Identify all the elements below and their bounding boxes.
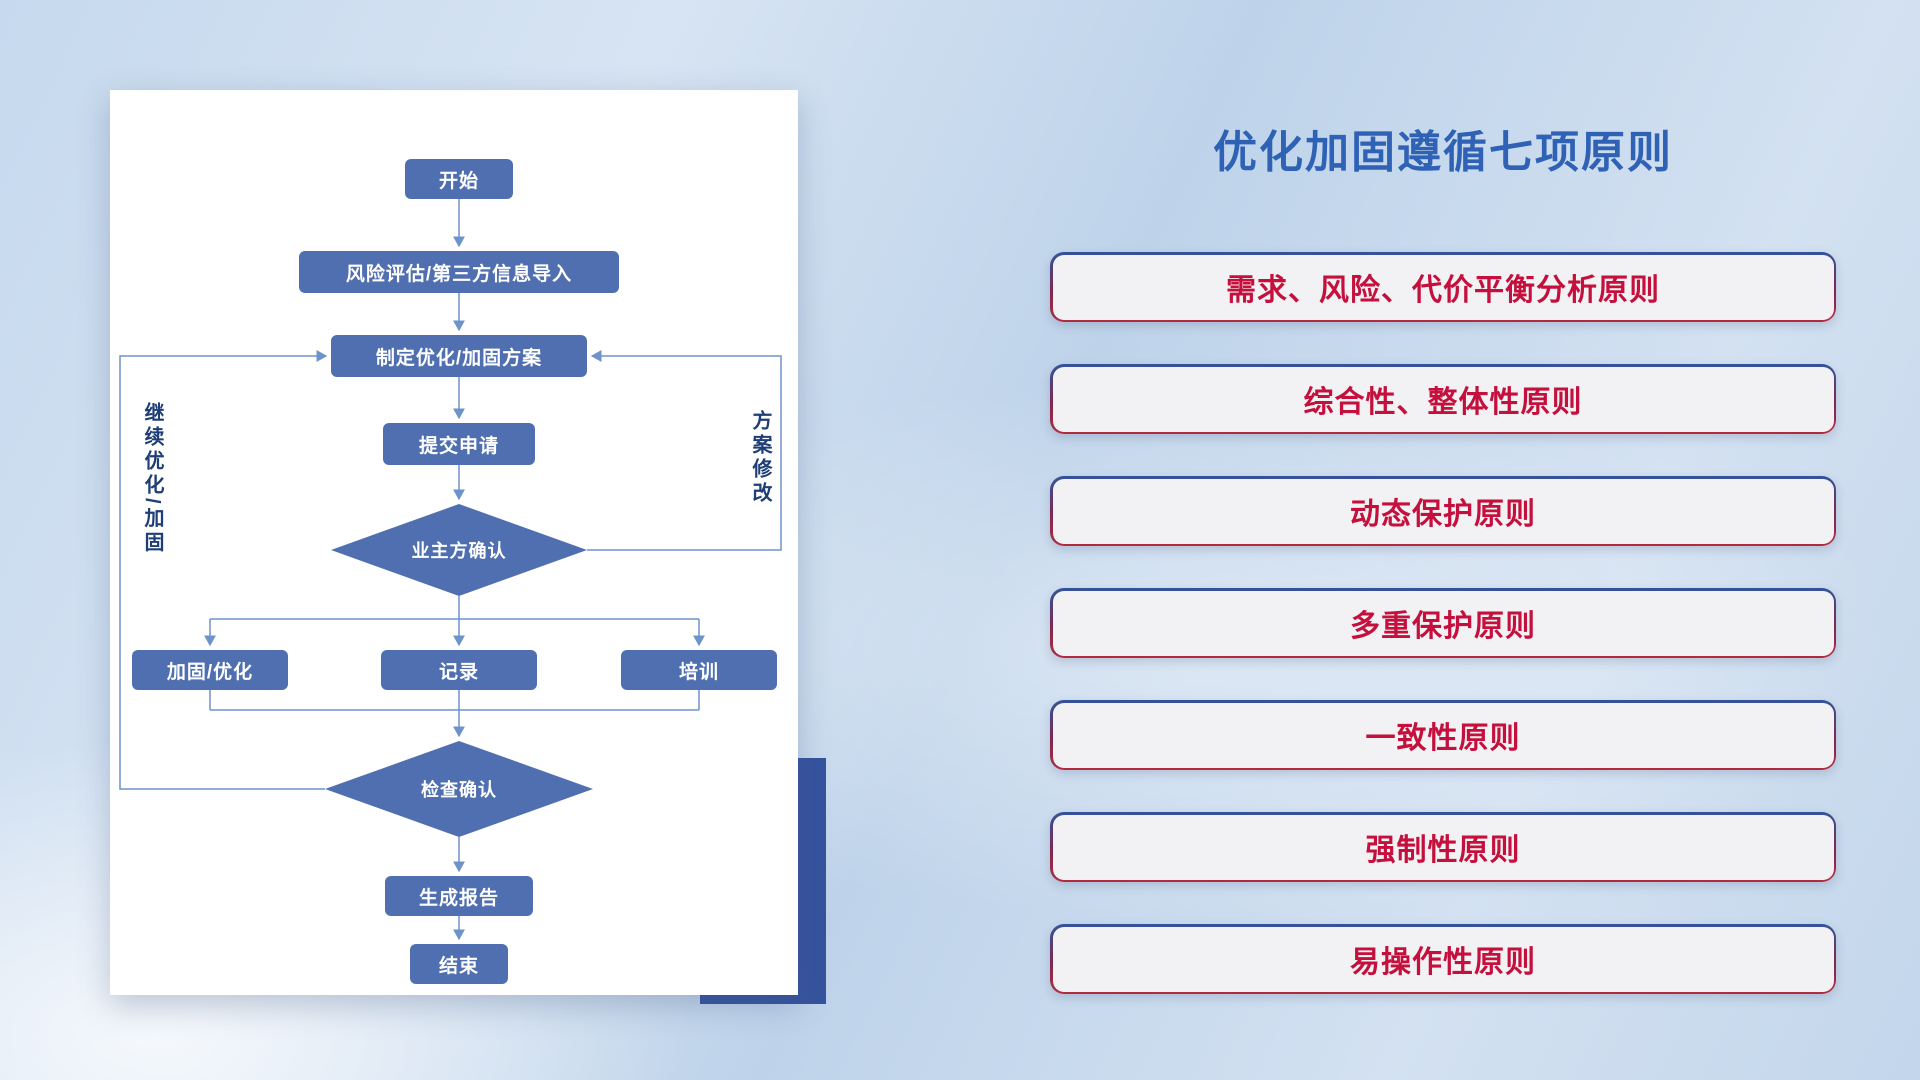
node-training: 培训 — [621, 650, 777, 690]
node-record: 记录 — [381, 650, 537, 690]
node-start: 开始 — [405, 159, 513, 199]
edge-check-plan-continue-loop — [119, 350, 328, 790]
principle-label-1: 需求、风险、代价平衡分析原则 — [1052, 254, 1834, 320]
loop-label-continue: 继续优化/加固 — [141, 402, 163, 556]
principle-label-4: 多重保护原则 — [1052, 590, 1834, 656]
flowchart-card: 开始 风险评估/第三方信息导入 制定优化/加固方案 提交申请 业主方确认 加固/… — [110, 90, 798, 995]
principle-item-5: 一致性原则 — [1050, 700, 1836, 770]
node-reinforce: 加固/优化 — [132, 650, 288, 690]
node-plan: 制定优化/加固方案 — [331, 335, 587, 377]
principle-label-5: 一致性原则 — [1052, 702, 1834, 768]
principle-label-3: 动态保护原则 — [1052, 478, 1834, 544]
loop-label-revise: 方案修改 — [749, 410, 771, 506]
node-report: 生成报告 — [385, 876, 533, 916]
principle-label-6: 强制性原则 — [1052, 814, 1834, 880]
principle-item-4: 多重保护原则 — [1050, 588, 1836, 658]
principle-item-7: 易操作性原则 — [1050, 924, 1836, 994]
principle-item-3: 动态保护原则 — [1050, 476, 1836, 546]
principles-panel: 优化加固遵循七项原则 需求、风险、代价平衡分析原则 综合性、整体性原则 动态保护… — [1050, 116, 1836, 994]
edge-owner-plan-revise-loop — [587, 350, 782, 551]
node-end: 结束 — [410, 944, 508, 984]
principle-item-1: 需求、风险、代价平衡分析原则 — [1050, 252, 1836, 322]
panel-title: 优化加固遵循七项原则 — [1213, 128, 1673, 177]
node-risk-import: 风险评估/第三方信息导入 — [299, 251, 619, 293]
principle-item-6: 强制性原则 — [1050, 812, 1836, 882]
principle-label-7: 易操作性原则 — [1052, 926, 1834, 992]
principle-item-2: 综合性、整体性原则 — [1050, 364, 1836, 434]
node-submit: 提交申请 — [383, 423, 535, 465]
principles-list: 需求、风险、代价平衡分析原则 综合性、整体性原则 动态保护原则 多重保护原则 一… — [1050, 252, 1836, 994]
principle-label-2: 综合性、整体性原则 — [1052, 366, 1834, 432]
flowchart-connectors — [119, 199, 782, 941]
